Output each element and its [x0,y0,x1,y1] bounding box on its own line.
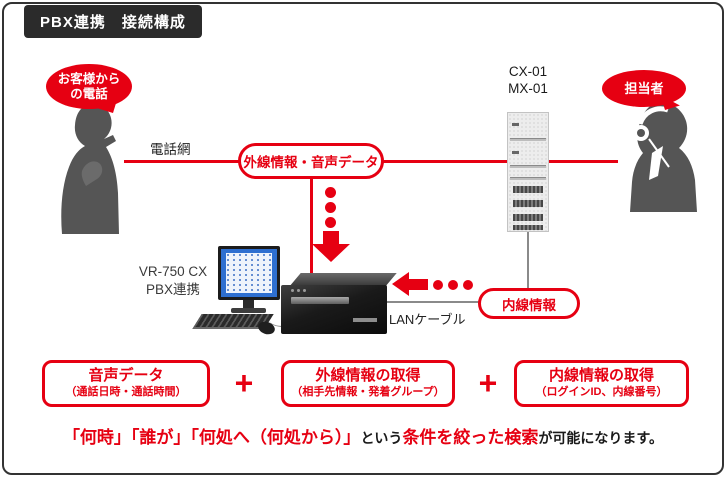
arrow-head [392,272,409,296]
tower-vent [513,200,543,207]
monitor-spreadsheet [226,253,272,293]
note-text: が可能になります。 [538,430,664,446]
flow-dots-vertical-icon [325,187,336,228]
plus-sign: + [478,365,498,401]
outside-info-voice-pill: 外線情報・音声データ [238,143,384,179]
customer-call-bubble-line1: お客様から [57,71,121,86]
pbx-model-line1: CX-01 [508,64,548,79]
customer-call-bubble: お客様から の電話 [46,64,132,128]
pbx-tower [507,112,549,232]
agent-silhouette-icon [614,101,698,212]
lan-cable-line [386,301,480,303]
summary-box-title: 外線情報の取得 [315,367,421,385]
summary-box-extension-info: 内線情報の取得 （ログインID、内線番号） [514,360,689,407]
tower-slot [510,165,546,168]
tower-led [512,123,519,126]
server-buttons [291,289,306,292]
tower-to-pill-line [527,232,529,290]
down-arrow-icon [312,231,350,262]
agent-bubble: 担当者 [602,70,686,125]
summary-box-subtitle: （相手先情報・発着グループ） [291,386,445,398]
phone-network-label: 電話網 [150,142,191,157]
summary-box-subtitle: （ログインID、内線番号） [535,386,668,398]
arrow-stem [323,231,339,244]
server-model-label: VR-750 CX PBX連携 [126,263,220,298]
voice-data-flow-line [310,178,313,280]
search-capability-note: 「何時」「誰が」「何処へ（何処から）」という条件を絞った検索が可能になります。 [0,423,726,448]
tower-vent [513,214,543,221]
arrow-head [312,244,350,262]
note-highlight: 条件を絞った検索 [402,428,539,447]
page-title: PBX連携 接続構成 [24,5,202,38]
server-model-line1: VR-750 CX [138,264,208,279]
pbx-model-line2: MX-01 [508,80,548,96]
dot-icon [325,187,336,198]
pbx-model-label: CX-01 MX-01 [502,64,554,98]
server-model-line2: PBX連携 [145,281,200,297]
server-drive-slot [291,297,349,304]
plus-sign: + [234,365,254,401]
customer-call-bubble-line2: の電話 [70,86,108,101]
tower-vent [513,225,543,230]
server-badge [353,318,377,322]
left-arrow-icon [392,272,428,296]
customer-silhouette-icon [52,103,124,235]
dot-icon [463,280,473,290]
summary-box-title: 音声データ [88,367,164,385]
note-highlight: 「何時」「誰が」「何処へ（何処から）」 [62,428,361,447]
note-text: という [360,430,403,446]
dot-icon [433,280,443,290]
monitor-screen [221,249,277,297]
monitor-base [231,308,266,313]
summary-box-voice-data: 音声データ （通話日時・通話時間） [42,360,210,407]
tower-slot [510,177,546,180]
monitor-icon [218,246,280,300]
summary-box-title: 内線情報の取得 [548,367,654,385]
summary-box-outside-info: 外線情報の取得 （相手先情報・発着グループ） [281,360,455,407]
arrow-stem [409,278,428,290]
vr750-server-icon [281,273,397,334]
flow-dots-horizontal-icon [433,280,473,290]
summary-box-subtitle: （通話日時・通話時間） [65,386,187,398]
dot-icon [448,280,458,290]
server-front-face [281,285,387,334]
monitor-stand [243,300,254,309]
lan-cable-label: LANケーブル [389,312,466,327]
dot-icon [325,202,336,213]
tower-vent [513,186,543,193]
agent-bubble-label: 担当者 [624,80,664,96]
dot-icon [325,217,336,228]
tower-slot [510,138,546,141]
extension-info-pill: 内線情報 [478,288,580,319]
tower-led [512,151,519,154]
